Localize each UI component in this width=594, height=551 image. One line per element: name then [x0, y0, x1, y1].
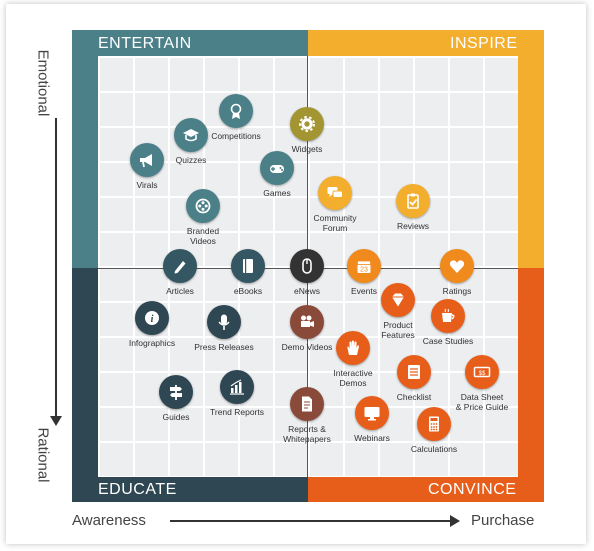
quadrant-title-entertain: ENTERTAIN — [98, 35, 192, 52]
svg-text:23: 23 — [360, 267, 368, 274]
hand-icon — [336, 331, 370, 365]
item-enews: eNews — [262, 249, 352, 296]
item-virals: Virals — [102, 143, 192, 190]
document-icon — [290, 387, 324, 421]
item-reports-whitepapers: Reports &Whitepapers — [262, 387, 352, 444]
item-demo-videos: Demo Videos — [262, 305, 352, 352]
calendar-icon: 23 — [347, 249, 381, 283]
graduation-cap-icon — [174, 118, 208, 152]
quadrant-title-inspire: INSPIRE — [450, 35, 518, 52]
video-camera-icon — [290, 305, 324, 339]
item-reviews: Reviews — [368, 184, 458, 231]
item-label: Quizzes — [175, 155, 207, 165]
item-press-releases: Press Releases — [179, 305, 269, 352]
item-data-sheet-price-guide: $$ Data Sheet& Price Guide — [437, 355, 527, 412]
quadrant-title-convince: CONVINCE — [428, 481, 517, 498]
item-label: Webinars — [354, 433, 390, 443]
item-label: Data Sheet& Price Guide — [455, 392, 509, 412]
item-label: Trend Reports — [209, 407, 264, 417]
item-label: eBooks — [233, 286, 263, 296]
item-label: Virals — [136, 180, 158, 190]
item-competitions: Competitions — [191, 94, 281, 141]
item-ratings: Ratings — [412, 249, 502, 296]
svg-text:$$: $$ — [479, 371, 486, 377]
axis-emotional: Emotional — [30, 28, 56, 138]
item-label: Guides — [162, 412, 190, 422]
clipboard-check-icon — [396, 184, 430, 218]
item-calculations: Calculations — [389, 407, 479, 454]
item-articles: Articles — [135, 249, 225, 296]
heart-icon — [440, 249, 474, 283]
item-label: Widgets — [291, 144, 323, 154]
item-label: Demo Videos — [281, 342, 333, 352]
item-widgets: Widgets — [262, 107, 352, 154]
item-webinars: Webinars — [327, 396, 417, 443]
chat-bubbles-icon — [318, 176, 352, 210]
checklist-icon — [397, 355, 431, 389]
item-label: Articles — [166, 286, 194, 296]
item-games: Games — [232, 151, 322, 198]
item-label: eNews — [294, 286, 320, 296]
book-icon — [231, 249, 265, 283]
item-label: Case Studies — [422, 336, 474, 346]
vertical-arrow — [50, 118, 62, 426]
axis-emotional-label: Emotional — [34, 49, 52, 117]
item-label: Infographics — [128, 338, 176, 348]
svg-text:i: i — [151, 314, 154, 325]
item-label: Competitions — [211, 131, 261, 141]
mouse-icon — [290, 249, 324, 283]
axis-purchase-label: Purchase — [471, 512, 535, 529]
calculator-icon — [417, 407, 451, 441]
item-label: Events — [351, 286, 377, 296]
price-tag-icon: $$ — [465, 355, 499, 389]
axis-rational: Rational — [30, 400, 56, 510]
quadrant-title-educate: EDUCATE — [98, 481, 177, 498]
microphone-icon — [207, 305, 241, 339]
info-icon: i — [135, 301, 169, 335]
diamond-icon — [381, 283, 415, 317]
item-checklist: Checklist — [369, 355, 459, 402]
item-quizzes: Quizzes — [146, 118, 236, 165]
megaphone-icon — [130, 143, 164, 177]
film-reel-icon — [186, 189, 220, 223]
gamepad-icon — [260, 151, 294, 185]
item-guides: Guides — [131, 375, 221, 422]
axis-awareness-label: Awareness — [72, 512, 146, 529]
monitor-icon — [355, 396, 389, 430]
medal-icon — [219, 94, 253, 128]
item-label: Press Releases — [194, 342, 254, 352]
item-trend-reports: Trend Reports — [192, 370, 282, 417]
horizontal-arrow — [170, 515, 460, 527]
item-label: Games — [263, 188, 291, 198]
item-case-studies: Case Studies — [403, 299, 493, 346]
axis-rational-label: Rational — [34, 427, 52, 483]
gear-icon — [290, 107, 324, 141]
item-label: Reports &Whitepapers — [283, 424, 331, 444]
item-ebooks: eBooks — [203, 249, 293, 296]
pen-icon — [163, 249, 197, 283]
item-label: Reviews — [396, 221, 430, 231]
coffee-cup-icon — [431, 299, 465, 333]
item-label: Calculations — [410, 444, 458, 454]
bar-chart-icon — [220, 370, 254, 404]
signpost-icon — [159, 375, 193, 409]
item-label: Checklist — [396, 392, 432, 402]
item-label: Ratings — [442, 286, 472, 296]
